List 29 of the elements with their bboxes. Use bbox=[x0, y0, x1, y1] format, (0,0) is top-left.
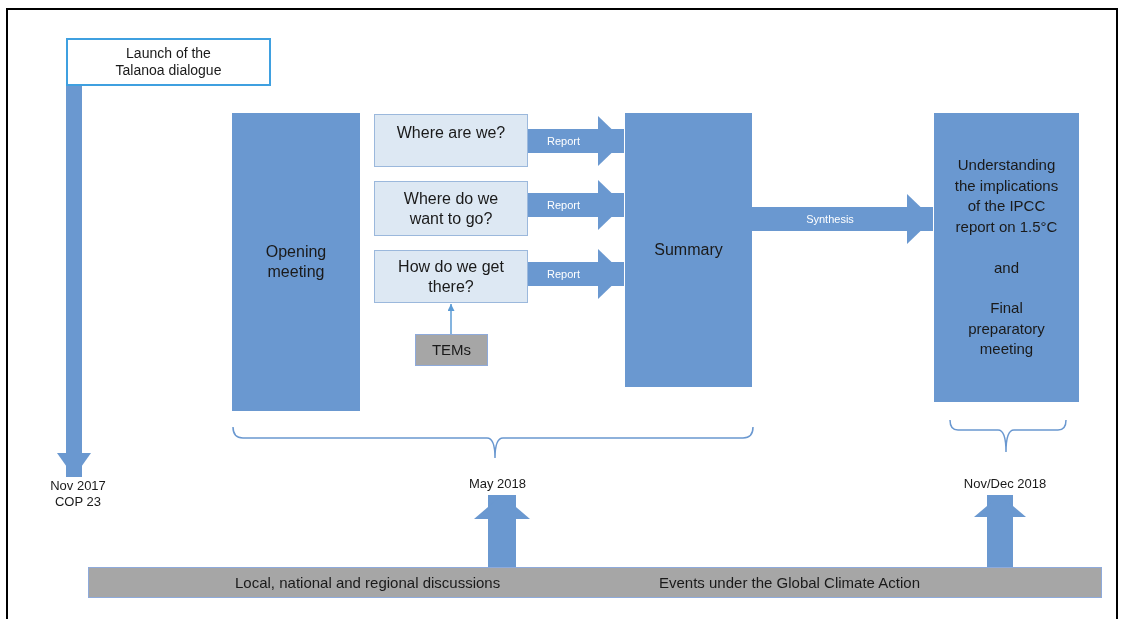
meeting-box: Opening meeting bbox=[232, 113, 360, 411]
event-box: Launch of the Talanoa dialogue bbox=[66, 38, 271, 86]
edge-label: Report bbox=[547, 199, 580, 211]
tems-box: TEMs bbox=[415, 334, 488, 366]
bar-text: Events under the Global Climate Action bbox=[659, 572, 920, 593]
edge-label: Synthesis bbox=[806, 213, 854, 225]
block-arrow bbox=[57, 86, 91, 477]
block-arrow bbox=[474, 495, 530, 567]
edge-label: Report bbox=[547, 268, 580, 280]
discussion-bar bbox=[88, 567, 1102, 598]
question-box: Where are we? bbox=[374, 114, 528, 167]
box-text: Final preparatory meeting bbox=[967, 298, 1046, 360]
box-text: and bbox=[994, 257, 1019, 278]
date-label: May 2018 bbox=[455, 474, 540, 494]
block-arrow bbox=[528, 116, 624, 166]
bar-text: Local, national and regional discussions bbox=[235, 572, 501, 593]
arrow bbox=[447, 303, 455, 335]
box-text: Understanding the implications of the IPCC report on 1.5°C bbox=[953, 155, 1060, 237]
block-arrow bbox=[528, 249, 624, 299]
question-box: Where do we want to go? bbox=[374, 181, 528, 236]
date-label: Nov 2017 COP 23 bbox=[38, 478, 118, 512]
edge-label: Report bbox=[547, 135, 580, 147]
meeting-box bbox=[934, 113, 1079, 402]
block-arrow bbox=[974, 495, 1026, 567]
summary-box: Summary bbox=[625, 113, 752, 387]
block-arrow bbox=[528, 180, 624, 230]
date-label: Nov/Dec 2018 bbox=[950, 474, 1060, 494]
block-arrow bbox=[752, 194, 933, 244]
question-box: How do we get there? bbox=[374, 250, 528, 303]
